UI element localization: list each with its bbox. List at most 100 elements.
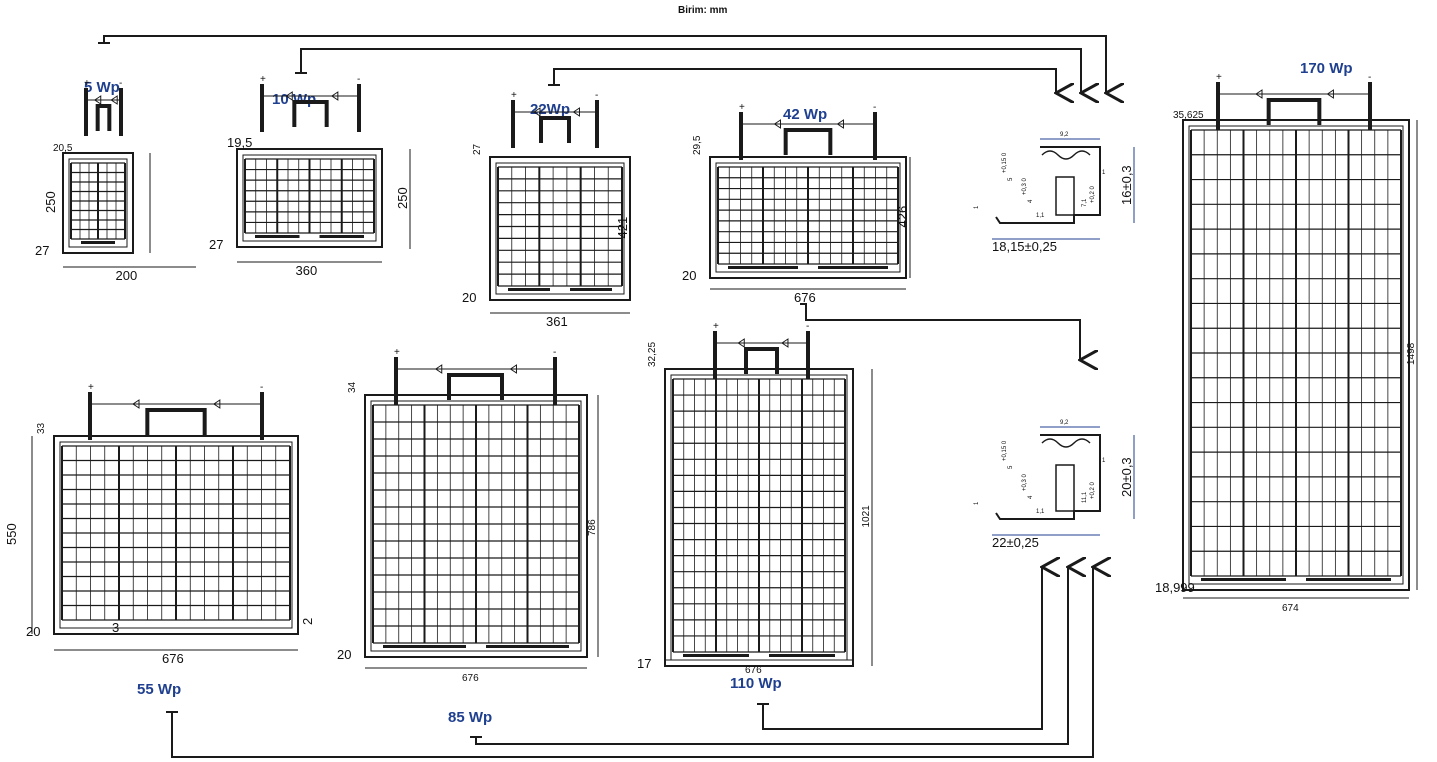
bus-bar xyxy=(818,266,888,269)
profile-clip xyxy=(1041,438,1091,448)
diode-icon xyxy=(285,91,293,101)
top-margin-dimension: 19,5 xyxy=(227,135,252,150)
panel-inner-frame xyxy=(242,154,377,242)
dimension-lines xyxy=(1183,120,1418,599)
profile-inner-tol: +0,2 0 xyxy=(1090,185,1096,203)
profile-channel xyxy=(1055,176,1075,216)
dimension-lines xyxy=(31,436,298,651)
bottom-margin-dimension: 20 xyxy=(462,290,476,305)
panel-title: 55 Wp xyxy=(137,681,181,698)
bus-bar xyxy=(1201,578,1286,581)
minus-sign: - xyxy=(873,102,876,113)
profile-base: 18,15±0,25 xyxy=(992,239,1057,254)
bus-bar xyxy=(255,235,300,238)
bus-bar xyxy=(486,645,569,648)
plus-sign: + xyxy=(394,347,400,358)
height-dimension: 786 xyxy=(587,519,598,536)
plus-sign: + xyxy=(713,321,719,332)
bus-bar xyxy=(570,288,612,291)
profile-slot-a-tol: +0,15 0 xyxy=(1002,440,1008,461)
width-dimension: 676 xyxy=(745,665,762,676)
bus-bar xyxy=(383,645,466,648)
minus-sign: - xyxy=(260,382,263,393)
profile-wall: 1 xyxy=(1102,458,1106,464)
panel-frame xyxy=(364,394,588,658)
diode-icon xyxy=(509,364,517,374)
dimension-lines xyxy=(665,369,873,666)
cell-grid xyxy=(244,158,375,234)
plus-sign: + xyxy=(511,90,517,101)
profile-inner: 11,1 xyxy=(1082,491,1088,503)
profile-inner-tol: +0,2 0 xyxy=(1090,481,1096,499)
width-dimension: 360 xyxy=(296,263,318,278)
junction-box xyxy=(95,104,112,131)
top-margin-dimension: 32,25 xyxy=(647,342,658,367)
bus-bar xyxy=(683,654,749,657)
profile-width: 9,2 xyxy=(1060,420,1069,426)
diode-icon xyxy=(773,119,781,129)
width-dimension: 676 xyxy=(162,651,184,666)
diode-icon xyxy=(132,399,140,409)
panel-title: 5 Wp xyxy=(84,79,120,96)
panel-title: 110 Wp xyxy=(730,675,782,692)
bottom-margin-dimension: 27 xyxy=(209,237,223,252)
plus-sign: + xyxy=(1216,72,1222,83)
diode-icon xyxy=(1255,89,1263,99)
profile-wall: 1 xyxy=(1102,170,1106,176)
height-dimension: 1021 xyxy=(861,505,872,528)
profile-dimension-lines xyxy=(992,426,1135,536)
width-dimension: 674 xyxy=(1282,603,1299,614)
diode-icon xyxy=(434,364,443,374)
diode-icon xyxy=(781,338,789,348)
plus-sign: + xyxy=(84,78,90,89)
profile-lip: 1 xyxy=(974,501,980,505)
diode-icon xyxy=(836,119,844,129)
panel-frame xyxy=(53,435,299,635)
profile-channel xyxy=(1055,464,1075,512)
profile-clip xyxy=(1041,150,1091,160)
profile-slot-a-tol: +0,15 0 xyxy=(1002,152,1008,173)
height-dimension: 250 xyxy=(395,187,410,209)
bottom-margin-dimension: 17 xyxy=(637,656,651,671)
minus-sign: - xyxy=(595,90,598,101)
cell-grid xyxy=(1190,129,1402,577)
diode-icon xyxy=(1326,89,1334,99)
dimension-lines xyxy=(365,395,599,669)
top-margin-dimension: 33 xyxy=(36,422,47,434)
profile-height: 16±0,3 xyxy=(1119,165,1134,205)
bus-bar xyxy=(728,266,798,269)
junction-box xyxy=(1266,98,1322,125)
bottom-margin-dimension: 20 xyxy=(337,647,351,662)
dimension-lines xyxy=(710,157,911,290)
minus-sign: - xyxy=(1368,72,1371,83)
panel-110wp: 110 Wp + - 1021 676 17 32,25 xyxy=(637,321,873,692)
top-margin-dimension: 34 xyxy=(347,381,358,393)
cell-grid xyxy=(372,404,580,644)
diode-icon xyxy=(533,107,541,117)
junction-box xyxy=(744,347,779,374)
cell-grid xyxy=(70,162,126,240)
height-dimension: 421 xyxy=(615,217,630,239)
edge-dimension: 2 xyxy=(300,618,315,625)
plus-sign: + xyxy=(260,74,266,85)
panel-frame xyxy=(62,152,134,254)
profile-outline xyxy=(995,434,1101,520)
cell-grid xyxy=(717,166,899,265)
panel-frame xyxy=(709,156,907,279)
profile-foot: 1,1 xyxy=(1036,509,1045,515)
minus-sign: - xyxy=(806,321,809,332)
profile-lip: 1 xyxy=(974,205,980,209)
bus-bar xyxy=(319,235,364,238)
profile-slot-b: 4 xyxy=(1028,199,1034,203)
diode-icon xyxy=(93,95,102,105)
panel-frame xyxy=(1182,119,1410,591)
